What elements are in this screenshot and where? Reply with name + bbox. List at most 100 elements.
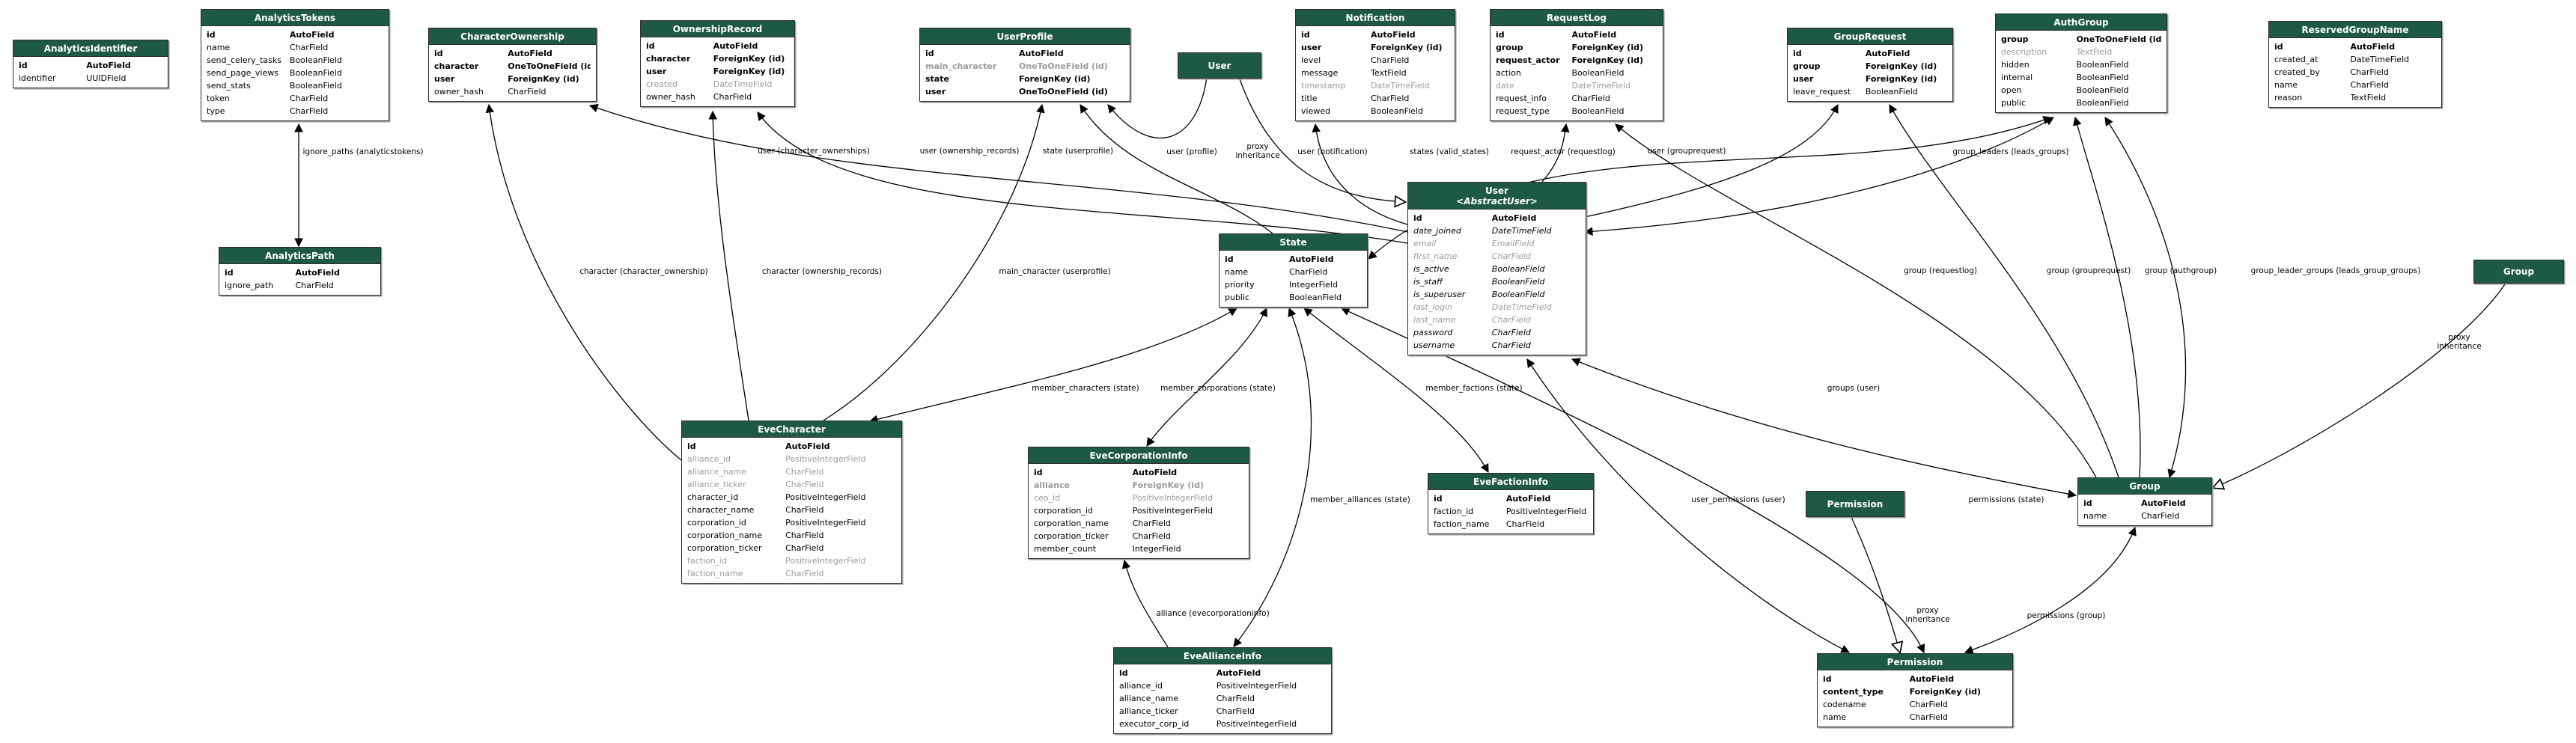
field-type: OneToOneField (id) <box>508 61 591 71</box>
field-type: DateTimeField <box>2350 55 2410 64</box>
field-name: description <box>2001 47 2047 57</box>
field-type: BooleanField <box>2076 60 2129 70</box>
field-type: BooleanField <box>1865 87 1918 97</box>
table-title: Permission <box>1818 654 2012 670</box>
field-name: character_id <box>687 492 739 502</box>
field-name: priority <box>1225 280 1255 290</box>
field-name: name <box>207 43 231 52</box>
field-name: user <box>1301 43 1322 52</box>
field-name: group <box>1793 61 1821 71</box>
field-name: ceo_id <box>1034 493 1061 503</box>
field-type: CharField <box>1909 712 1948 722</box>
field-type: EmailField <box>1491 239 1535 248</box>
table-subtitle: <AbstractUser> <box>1456 196 1538 207</box>
field-type: CharField <box>289 43 329 52</box>
field-type: ForeignKey (id) <box>1865 61 1937 71</box>
field-name: name <box>2083 511 2107 521</box>
edge-state-eveallianceinfo <box>1233 307 1312 647</box>
field-name: date_joined <box>1413 226 1461 236</box>
edge-label-e8: user (profile) <box>1166 147 1217 156</box>
field-type: CharField <box>785 543 824 553</box>
field-type: CharField <box>289 106 329 116</box>
field-type: CharField <box>1505 519 1545 529</box>
field-type: AutoField <box>1505 494 1551 504</box>
table-title: AuthGroup <box>1996 14 2167 31</box>
field-name: alliance_ticker <box>1119 706 1178 716</box>
edge-user_abstract-authgroup <box>1583 117 2055 236</box>
field-type: BooleanField <box>1491 264 1545 274</box>
field-name: id <box>19 61 28 70</box>
table-title: User <box>1208 60 1231 71</box>
edge-group_main-authgroup <box>2104 117 2187 479</box>
field-name: public <box>1225 293 1250 302</box>
field-type: AutoField <box>1571 30 1617 40</box>
field-type: CharField <box>289 94 329 103</box>
field-type: PositiveIntegerField <box>785 454 866 464</box>
table-title: UserProfile <box>920 28 1130 45</box>
field-type: CharField <box>2350 67 2389 77</box>
edge-label-e16: group (grouprequest) <box>2046 266 2131 275</box>
edge-label-e12: request_actor (requestlog) <box>1511 147 1616 156</box>
field-name: id <box>1034 468 1043 477</box>
field-type: TextField <box>1371 68 1407 78</box>
field-name: email <box>1413 239 1437 248</box>
field-name: corporation_id <box>1034 506 1093 516</box>
field-name: name <box>1823 712 1847 722</box>
field-type: ForeignKey (id) <box>508 74 579 84</box>
field-name: owner_hash <box>434 87 484 97</box>
field-type: CharField <box>1491 340 1531 350</box>
field-name: name <box>1225 267 1249 277</box>
field-name: character <box>646 54 691 64</box>
field-name: is_staff <box>1413 277 1443 287</box>
field-type: AutoField <box>713 41 758 51</box>
field-name: message <box>1301 68 1339 78</box>
field-type: CharField <box>1132 531 1171 541</box>
edge-user_abstract-notification <box>1312 123 1408 225</box>
field-name: last_name <box>1413 315 1456 325</box>
field-type: ForeignKey (id) <box>713 67 785 76</box>
field-type: DateTimeField <box>1491 302 1552 312</box>
edge-eveallianceinfo-evecorporationinfo <box>1121 559 1169 648</box>
edge-label-e2: character (character_ownership) <box>579 267 708 276</box>
edge-user_abstract-group_main <box>1571 358 2077 498</box>
field-name: ignore_path <box>225 281 274 290</box>
edge-label-e17: group (authgroup) <box>2144 266 2217 275</box>
field-name: created <box>646 79 678 89</box>
table-title: Group <box>2503 266 2535 277</box>
field-name: level <box>1301 55 1321 65</box>
field-type: CharField <box>1371 55 1410 65</box>
field-type: CharField <box>785 569 824 578</box>
field-type: AutoField <box>1216 668 1261 678</box>
field-type: DateTimeField <box>1371 81 1430 91</box>
table-user_proxy: User <box>1178 52 1261 79</box>
table-permission_proxy: Permission <box>1806 491 1904 517</box>
